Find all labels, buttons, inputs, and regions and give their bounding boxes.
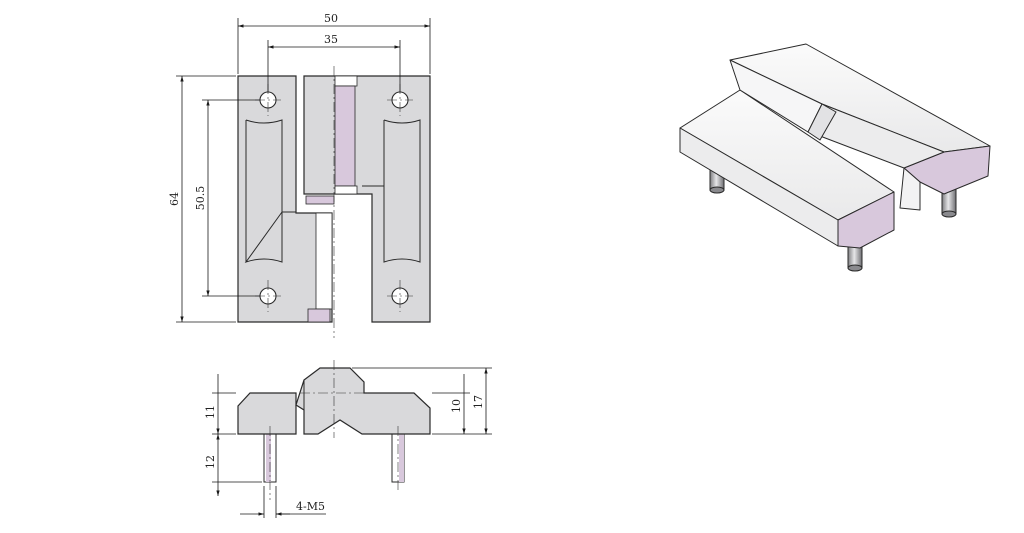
front-view: 50 35 64 50.5 bbox=[168, 12, 431, 338]
knuckle-slot-bottom bbox=[315, 212, 333, 310]
knuckle-slot-top bbox=[334, 75, 358, 87]
knuckle-strip-top bbox=[334, 85, 356, 187]
dim-hole-spacing-x: 35 bbox=[324, 33, 338, 46]
dim-side-offset: 10 bbox=[450, 399, 463, 413]
side-view: 11 12 4-M5 10 17 bbox=[204, 360, 492, 518]
side-right-leaf bbox=[295, 367, 431, 435]
dim-width-overall: 50 bbox=[324, 12, 338, 25]
dim-thread-spec: 4-M5 bbox=[296, 500, 325, 513]
dim-hole-spacing-y: 50.5 bbox=[194, 186, 207, 211]
dim-height-overall: 64 bbox=[168, 192, 181, 206]
dim-side-leaf-height: 11 bbox=[204, 405, 217, 419]
side-left-leaf bbox=[237, 392, 297, 435]
knuckle-strip-bottom bbox=[307, 308, 331, 323]
dim-side-total-height: 17 bbox=[472, 395, 485, 409]
dim-pin-length: 12 bbox=[204, 455, 217, 469]
isometric-view bbox=[679, 43, 991, 272]
